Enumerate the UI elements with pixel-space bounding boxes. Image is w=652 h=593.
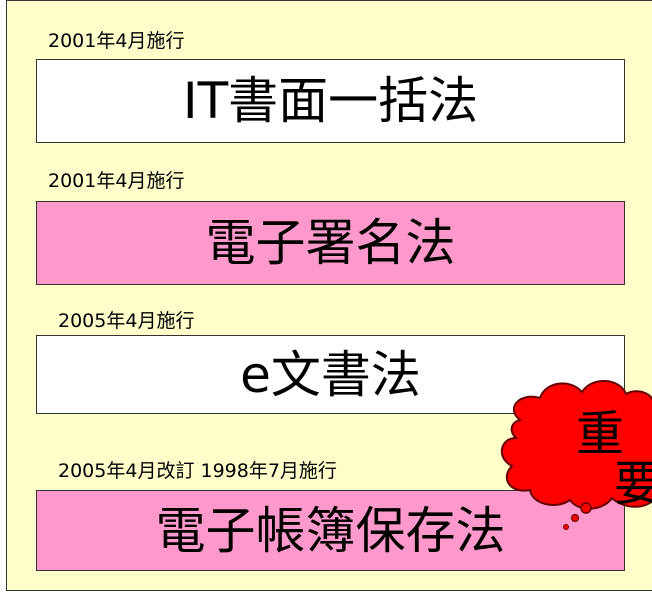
law-box: IT書面一括法 <box>36 59 625 143</box>
law-box: e文書法 <box>36 335 625 414</box>
law-box: 電子署名法 <box>36 201 625 285</box>
law-name: e文書法 <box>240 345 421 404</box>
law-date: 2001年4月施行 <box>48 30 185 52</box>
law-name: 電子署名法 <box>205 214 456 272</box>
law-name: 電子帳簿保存法 <box>155 501 506 560</box>
law-date: 2001年4月施行 <box>48 170 185 192</box>
law-box: 電子帳簿保存法 <box>36 490 625 571</box>
law-name: IT書面一括法 <box>182 72 479 130</box>
law-date: 2005年4月施行 <box>58 310 195 332</box>
law-date: 2005年4月改訂 1998年7月施行 <box>58 460 337 482</box>
